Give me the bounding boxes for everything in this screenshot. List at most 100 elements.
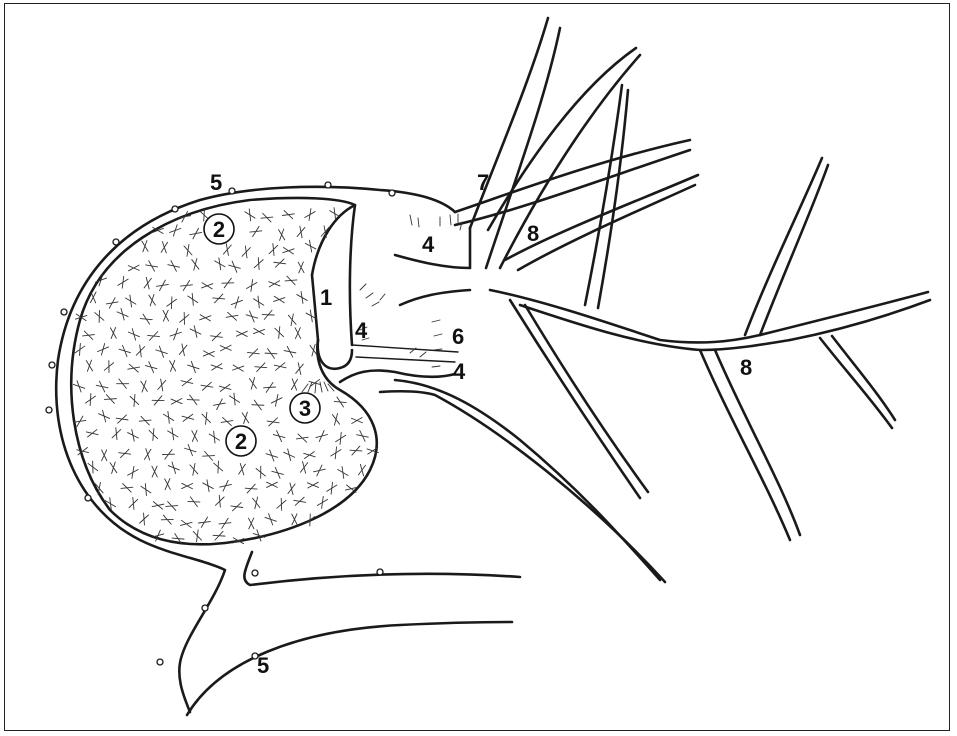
quadrifid-hair <box>112 428 121 440</box>
quadrifid-hair <box>249 518 254 529</box>
quadrifid-hair <box>149 429 158 441</box>
quadrifid-hair <box>272 467 284 478</box>
quadrifid-hair <box>269 244 278 256</box>
label-5-bottom: 5 <box>257 653 269 678</box>
quadrifid-hair <box>221 417 233 425</box>
stalk-upper-edge <box>244 552 520 585</box>
quadrifid-hair <box>298 262 304 273</box>
label-4-lower: 4 <box>453 359 466 384</box>
quadrifid-hair <box>226 312 238 320</box>
antenna-long <box>455 140 690 225</box>
quadrifid-hair <box>283 248 294 255</box>
quadrifid-hair <box>166 502 178 511</box>
quadrifid-hair <box>75 343 85 355</box>
quadrifid-hair <box>190 228 202 239</box>
quadrifid-hair <box>158 379 166 391</box>
quadrifid-hair <box>170 225 181 236</box>
quadrifid-hair <box>307 482 318 488</box>
quadrifid-hair <box>296 363 304 375</box>
quadrifid-hair <box>316 431 328 442</box>
quadrifid-hair <box>294 497 306 505</box>
quadrifid-hair <box>163 310 169 321</box>
label-7: 7 <box>477 170 489 195</box>
quadrifid-hair <box>296 434 308 442</box>
quadrifid-hair <box>253 328 264 334</box>
quadrifid-hair <box>304 452 315 459</box>
quadrifid-hair <box>190 326 201 338</box>
label-6: 6 <box>452 324 464 349</box>
quadrifid-hair <box>305 240 316 252</box>
label-8-right: 8 <box>740 355 752 380</box>
quadrifid-hair <box>261 213 273 222</box>
quadrifid-hair <box>182 414 194 421</box>
quadrifid-hair <box>117 308 128 320</box>
quadrifid-hair <box>86 360 92 371</box>
quadrifid-hair <box>179 344 187 356</box>
quadrifid-hair <box>357 431 369 442</box>
quadrifid-hair <box>140 513 149 525</box>
quadrifid-hair <box>203 451 215 460</box>
quadrifid-hair <box>128 265 139 271</box>
quadrifid-hair <box>275 327 284 339</box>
quadrifid-hair <box>246 311 258 322</box>
quadrifid-hair <box>277 498 286 510</box>
quadrifid-hair <box>209 431 219 443</box>
label-3: 3 <box>290 393 320 423</box>
quadrifid-hair <box>255 363 267 372</box>
quadrifid-hair <box>167 297 177 309</box>
quadrifid-hair <box>331 447 341 459</box>
quadrifid-hair <box>119 345 130 356</box>
quadrifid-hair <box>184 245 192 257</box>
quadrifid-hair <box>116 415 128 423</box>
quadrifid-hair <box>231 297 242 308</box>
quadrifid-hair <box>288 314 296 326</box>
quadrifid-hair <box>148 332 160 341</box>
quadrifid-hair <box>156 346 167 357</box>
quadrifid-hair <box>265 349 277 359</box>
quadrifid-hair <box>145 362 157 373</box>
quadrifid-hair <box>117 379 129 388</box>
trap-door-flap <box>352 345 458 362</box>
quadrifid-hair <box>136 345 144 357</box>
quadrifid-hair <box>266 450 277 461</box>
label-5-top: 5 <box>210 170 222 195</box>
svg-text:3: 3 <box>299 396 311 421</box>
quadrifid-hair <box>305 209 315 221</box>
quadrifid-hair <box>141 381 147 392</box>
quadrifid-hair <box>181 378 193 385</box>
quadrifid-hair <box>96 381 108 392</box>
quadrifid-hair <box>239 463 246 474</box>
label-1: 1 <box>320 285 332 310</box>
stalk-lower-edge <box>187 622 512 715</box>
quadrifid-hair <box>203 351 214 357</box>
quadrifid-hair <box>146 261 158 271</box>
label-8-upper: 8 <box>527 221 539 246</box>
quadrifid-hair <box>267 482 278 487</box>
quadrifid-hair <box>332 414 339 426</box>
quadrifid-hair <box>336 432 346 444</box>
quadrifid-hair <box>118 276 128 288</box>
quadrifid-hair <box>297 292 307 304</box>
quadrifid-hair <box>288 483 295 495</box>
quadrifid-hair <box>350 446 362 455</box>
quadrifid-hair <box>252 400 264 410</box>
quadrifid-hair <box>213 294 225 303</box>
quadrifid-hair <box>192 259 199 271</box>
quadrifid-hair <box>144 277 151 289</box>
quadrifid-hair <box>188 293 198 305</box>
quadrifid-hair <box>338 467 348 479</box>
quadrifid-hair <box>141 484 151 496</box>
quadrifid-hair <box>219 384 231 391</box>
quadrifid-hair <box>139 416 151 425</box>
quadrifid-hair <box>203 480 214 492</box>
quadrifid-hair <box>219 518 231 528</box>
quadrifid-hair <box>164 411 174 423</box>
quadrifid-hair <box>256 466 265 478</box>
quadrifid-hair <box>292 514 297 525</box>
quadrifid-hair <box>128 466 139 478</box>
quadrifid-hair <box>193 530 201 542</box>
quadrifid-hair <box>187 395 199 405</box>
quadrifid-hair <box>182 483 193 488</box>
quadrifid-hairs <box>73 208 378 544</box>
quadrifid-hair <box>161 242 167 253</box>
